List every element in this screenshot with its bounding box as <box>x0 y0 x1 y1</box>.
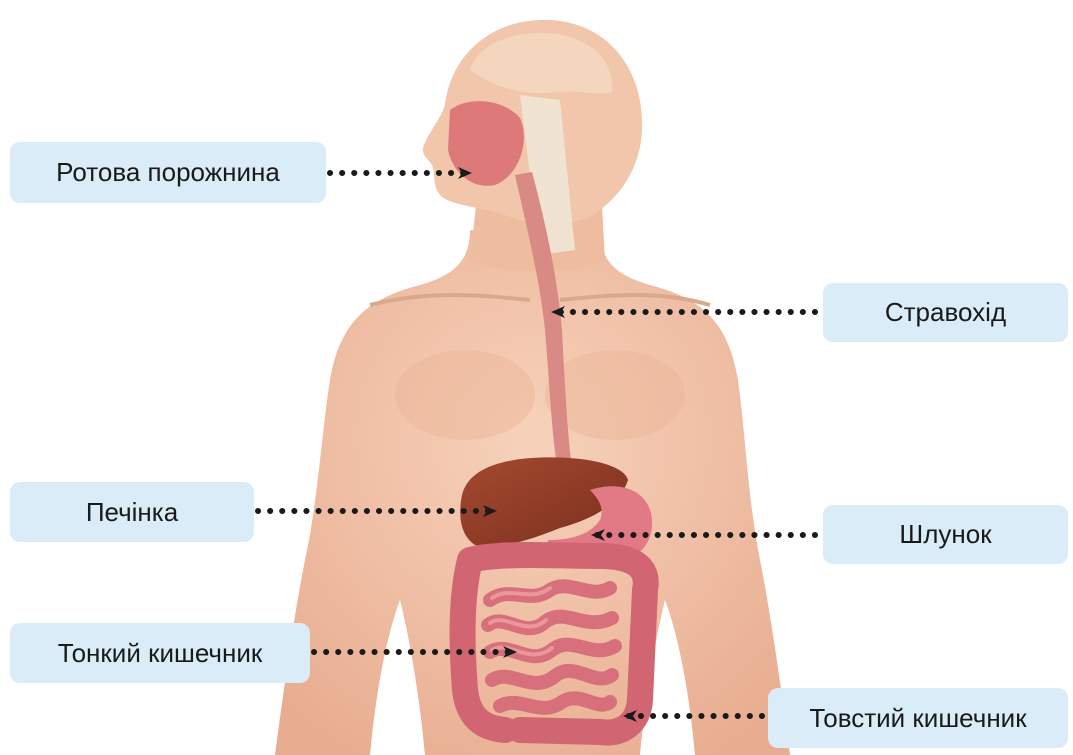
label-esophagus: Стравохід <box>823 283 1068 342</box>
label-stomach: Шлунок <box>823 505 1068 564</box>
label-small-intestine: Тонкий кишечник <box>10 623 310 683</box>
label-mouth: Ротова порожнина <box>10 142 326 203</box>
human-body <box>275 20 790 755</box>
label-large-intestine: Товстий кишечник <box>768 688 1068 748</box>
chest-left <box>395 350 535 440</box>
label-liver: Печінка <box>10 482 254 542</box>
